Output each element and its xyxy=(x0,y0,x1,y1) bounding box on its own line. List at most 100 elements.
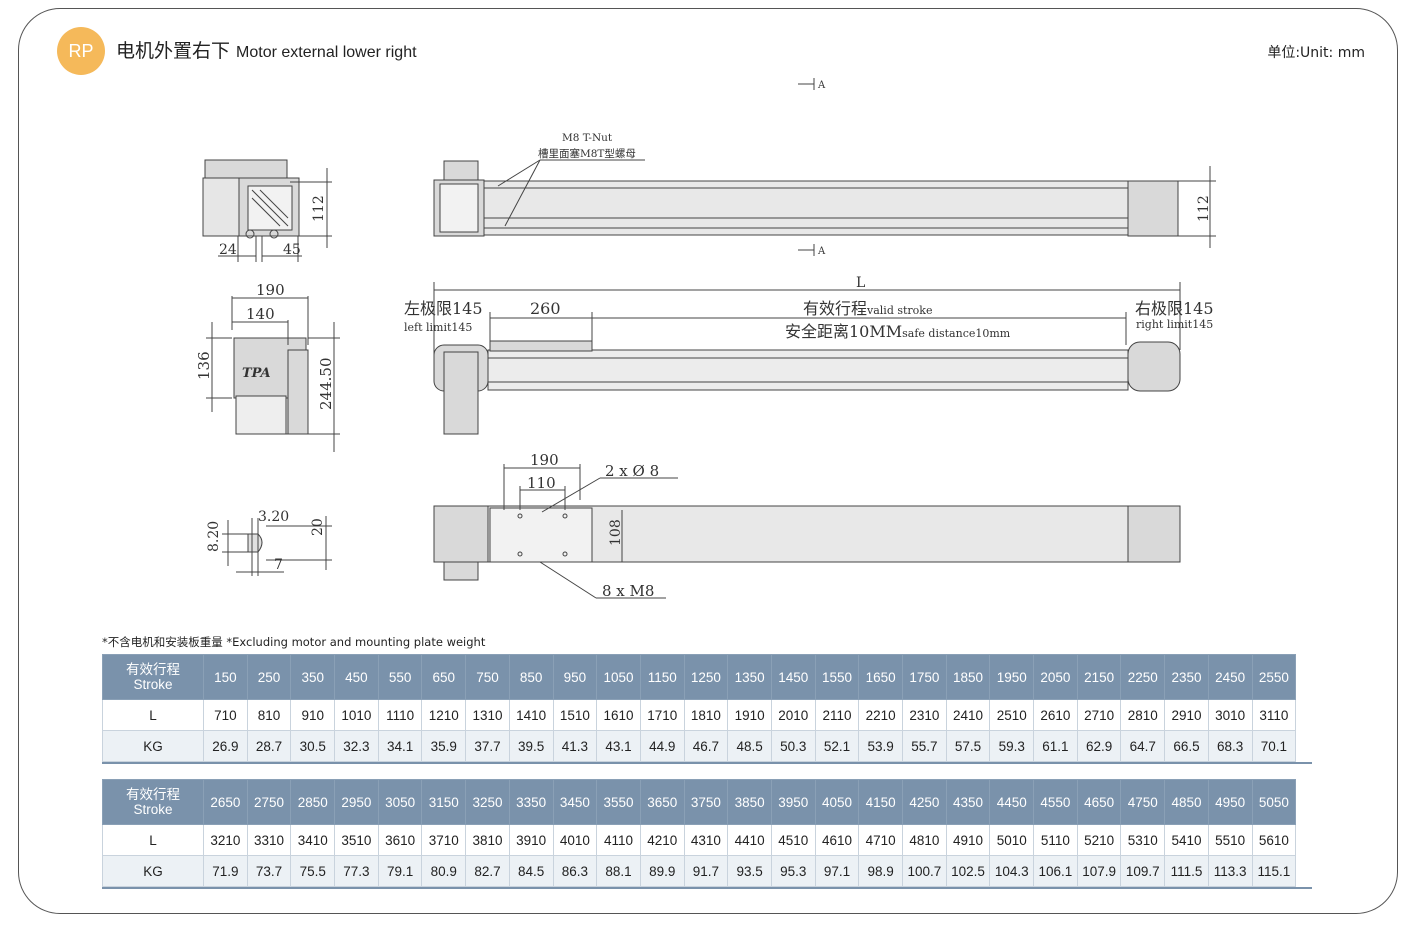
table-cell: 46.7 xyxy=(683,730,729,762)
table-cell: 4210 xyxy=(639,824,685,856)
table-cell: 1910 xyxy=(727,699,772,731)
table-cell: 32.3 xyxy=(334,730,379,762)
table-cell: 3750 xyxy=(683,779,729,825)
table-cell: 3250 xyxy=(465,779,510,825)
table-cell: 39.5 xyxy=(508,730,554,762)
table-cell: 82.7 xyxy=(465,855,510,887)
left-limit-cn: 左极限145 xyxy=(404,299,483,318)
table-cell: 650 xyxy=(421,654,467,700)
main-view-middle xyxy=(433,282,1181,435)
table-1-underline xyxy=(102,762,1312,764)
table-cell: 3110 xyxy=(1251,699,1297,731)
dim-3-20: 3.20 xyxy=(258,509,289,525)
table-cell: 2550 xyxy=(1251,654,1297,700)
section-mark-bottom: A xyxy=(817,246,826,257)
dim-8-20: 8.20 xyxy=(206,521,222,552)
table-cell: 750 xyxy=(465,654,510,700)
table-cell: 3650 xyxy=(639,779,685,825)
table-cell: 3710 xyxy=(421,824,467,856)
table-cell: 1010 xyxy=(334,699,379,731)
table-cell: 109.7 xyxy=(1120,855,1166,887)
table-cell: 4650 xyxy=(1076,779,1122,825)
table-cell: 106.1 xyxy=(1033,855,1078,887)
table-cell: 89.9 xyxy=(639,855,685,887)
table-cell: 1110 xyxy=(377,699,423,731)
table-cell: 150 xyxy=(203,654,248,700)
table-cell: 4550 xyxy=(1033,779,1078,825)
table-cell: 80.9 xyxy=(421,855,467,887)
table-cell: 2010 xyxy=(770,699,816,731)
table-cell: 2510 xyxy=(989,699,1035,731)
dim-190-bottom: 190 xyxy=(530,451,559,469)
screws-label: 8 x M8 xyxy=(602,582,654,600)
table-cell: 4510 xyxy=(770,824,816,856)
table-cell: 910 xyxy=(290,699,336,731)
table-cell: 86.3 xyxy=(552,855,598,887)
table-cell: 34.1 xyxy=(377,730,423,762)
title-cn: 电机外置右下 xyxy=(116,40,231,62)
table-cell: 1350 xyxy=(727,654,772,700)
table-2-underline xyxy=(102,887,1312,889)
table-cell: 100.7 xyxy=(902,855,947,887)
table-cell: 3450 xyxy=(552,779,598,825)
table-cell: 43.1 xyxy=(596,730,641,762)
table-cell: 41.3 xyxy=(552,730,598,762)
stroke-cn: 有效行程valid stroke xyxy=(803,299,932,318)
table-cell: 1550 xyxy=(814,654,860,700)
table-cell: 95.3 xyxy=(770,855,816,887)
profile-detail xyxy=(222,516,332,576)
side-view-top xyxy=(202,159,332,262)
dim-24: 24 xyxy=(219,242,237,258)
table-cell: 98.9 xyxy=(858,855,903,887)
table-cell: 93.5 xyxy=(727,855,772,887)
table-cell: 2410 xyxy=(945,699,991,731)
table-cell: 3550 xyxy=(596,779,641,825)
table-cell: 77.3 xyxy=(334,855,379,887)
unit-label: 单位:Unit: mm xyxy=(1267,45,1365,61)
table-cell: 48.5 xyxy=(727,730,772,762)
table-cell: 3010 xyxy=(1207,699,1253,731)
table-cell: 3610 xyxy=(377,824,423,856)
table-cell: 2610 xyxy=(1033,699,1078,731)
table-cell: 4710 xyxy=(858,824,903,856)
main-view-top xyxy=(433,78,1216,256)
weight-note: *不含电机和安装板重量 *Excluding motor and mountin… xyxy=(102,635,486,649)
table-cell: 37.7 xyxy=(465,730,510,762)
dim-136: 136 xyxy=(195,351,213,380)
table-cell: 950 xyxy=(552,654,598,700)
table-cell: 3910 xyxy=(508,824,554,856)
table-cell: 1510 xyxy=(552,699,598,731)
table-cell: 2810 xyxy=(1120,699,1166,731)
right-limit-cn: 右极限145 xyxy=(1135,299,1214,318)
table-cell: 4410 xyxy=(727,824,772,856)
dim-110: 110 xyxy=(527,474,556,492)
table-cell: 61.1 xyxy=(1033,730,1078,762)
table-cell: 71.9 xyxy=(203,855,248,887)
table-cell: 2210 xyxy=(858,699,903,731)
table-cell: 2950 xyxy=(334,779,379,825)
right-limit-en: right limit145 xyxy=(1136,318,1213,331)
table-cell: 2850 xyxy=(290,779,336,825)
table-cell: 1050 xyxy=(596,654,641,700)
table-cell: 5210 xyxy=(1076,824,1122,856)
rp-badge: RP xyxy=(57,27,105,75)
tnut-label-cn: 槽里面塞M8T型螺母 xyxy=(538,147,636,160)
table-cell: 2050 xyxy=(1033,654,1078,700)
table-cell: 1950 xyxy=(989,654,1035,700)
table-cell: 450 xyxy=(334,654,379,700)
holes-label: 2 x Ø 8 xyxy=(605,462,659,480)
table-cell: 111.5 xyxy=(1164,855,1209,887)
table-cell: 1150 xyxy=(639,654,685,700)
table-cell: 3210 xyxy=(203,824,248,856)
table-cell: 97.1 xyxy=(814,855,860,887)
table-cell: 4050 xyxy=(814,779,860,825)
table-cell: 53.9 xyxy=(858,730,903,762)
table-cell: 4310 xyxy=(683,824,729,856)
page-frame xyxy=(18,8,1398,914)
